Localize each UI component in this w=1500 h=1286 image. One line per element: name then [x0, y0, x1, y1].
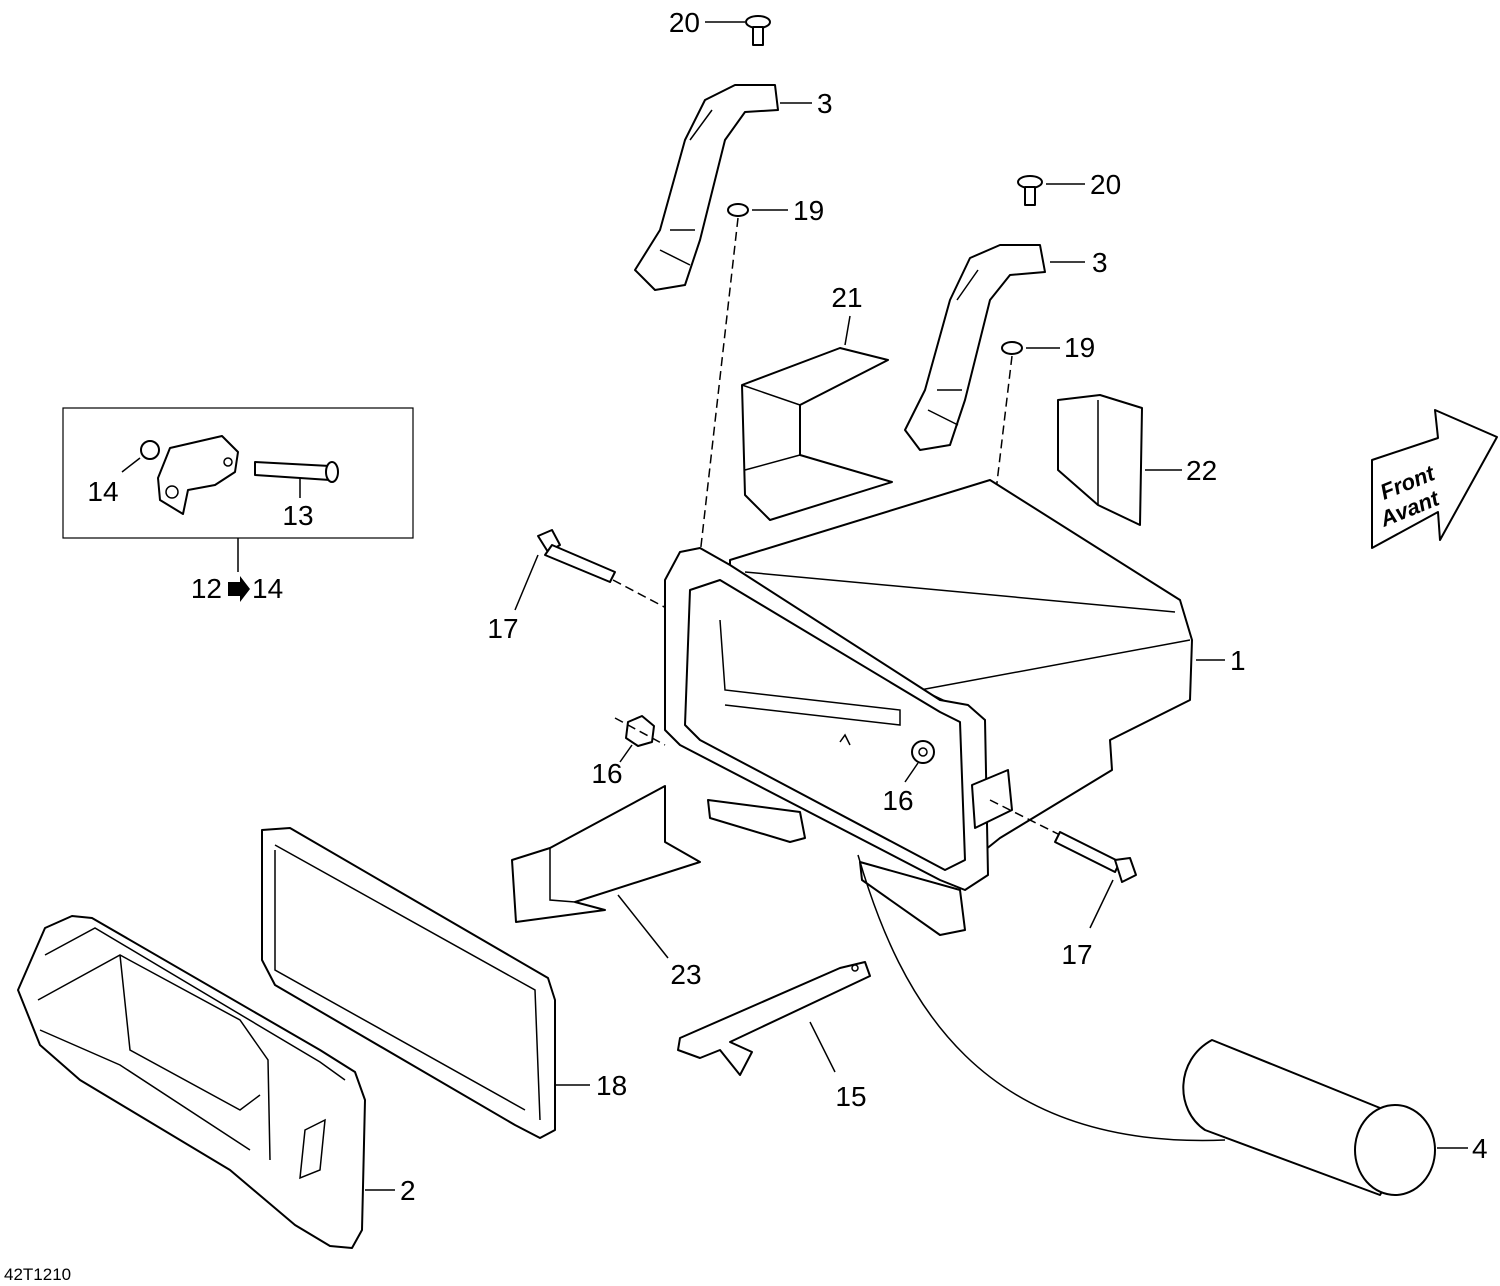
part-17-bolt-left — [514, 529, 671, 611]
callout-2: 2 — [400, 1175, 416, 1206]
callout-21: 21 — [831, 282, 862, 313]
callout-22: 22 — [1186, 455, 1217, 486]
part-19-washer-top — [727, 203, 788, 217]
part-19-washer-right — [1001, 341, 1060, 355]
part-21-shield — [741, 315, 893, 521]
callout-15: 15 — [835, 1081, 866, 1112]
figure-code: 42T1210 — [4, 1265, 71, 1284]
arrow-right-icon — [228, 576, 250, 602]
kit-box-12-14 — [62, 407, 414, 572]
part-4-filter — [1182, 1039, 1468, 1196]
assembly-line-strap-left — [699, 217, 739, 556]
front-arrow: Front Avant — [1371, 409, 1498, 549]
callout-1: 1 — [1230, 645, 1246, 676]
part-23-shield — [511, 785, 701, 959]
callout-17-left: 17 — [487, 613, 518, 644]
callout-12: 12 — [191, 573, 222, 604]
part-18-filter — [261, 827, 590, 1139]
callout-16-right: 16 — [882, 785, 913, 816]
callout-3-right: 3 — [1092, 247, 1108, 278]
part-3-strap-right — [904, 244, 1085, 451]
part-16-nut-left — [614, 715, 666, 763]
callout-14: 14 — [87, 476, 118, 507]
callout-18: 18 — [596, 1070, 627, 1101]
part-20-screw-right — [1017, 175, 1085, 206]
part-16-nut-right — [904, 740, 935, 783]
callout-19-top: 19 — [793, 195, 824, 226]
part-22-shield — [1057, 394, 1182, 526]
callout-12-range-end: 14 — [252, 573, 283, 604]
callout-3-top: 3 — [817, 88, 833, 119]
callout-16-left: 16 — [591, 758, 622, 789]
link-curve — [857, 854, 1226, 1142]
part-20-screw-top — [705, 15, 771, 46]
callout-23: 23 — [670, 959, 701, 990]
part-17-bolt-right — [989, 799, 1137, 929]
part-1-airbox — [664, 479, 1225, 936]
part-2-housing — [17, 915, 395, 1249]
part-3-strap-top — [634, 84, 812, 291]
callout-20-right: 20 — [1090, 169, 1121, 200]
callout-4: 4 — [1472, 1133, 1488, 1164]
callout-20-top: 20 — [669, 7, 700, 38]
callout-17-right: 17 — [1061, 939, 1092, 970]
callout-13: 13 — [282, 500, 313, 531]
callout-19-right: 19 — [1064, 332, 1095, 363]
part-15-wrench — [677, 961, 871, 1076]
